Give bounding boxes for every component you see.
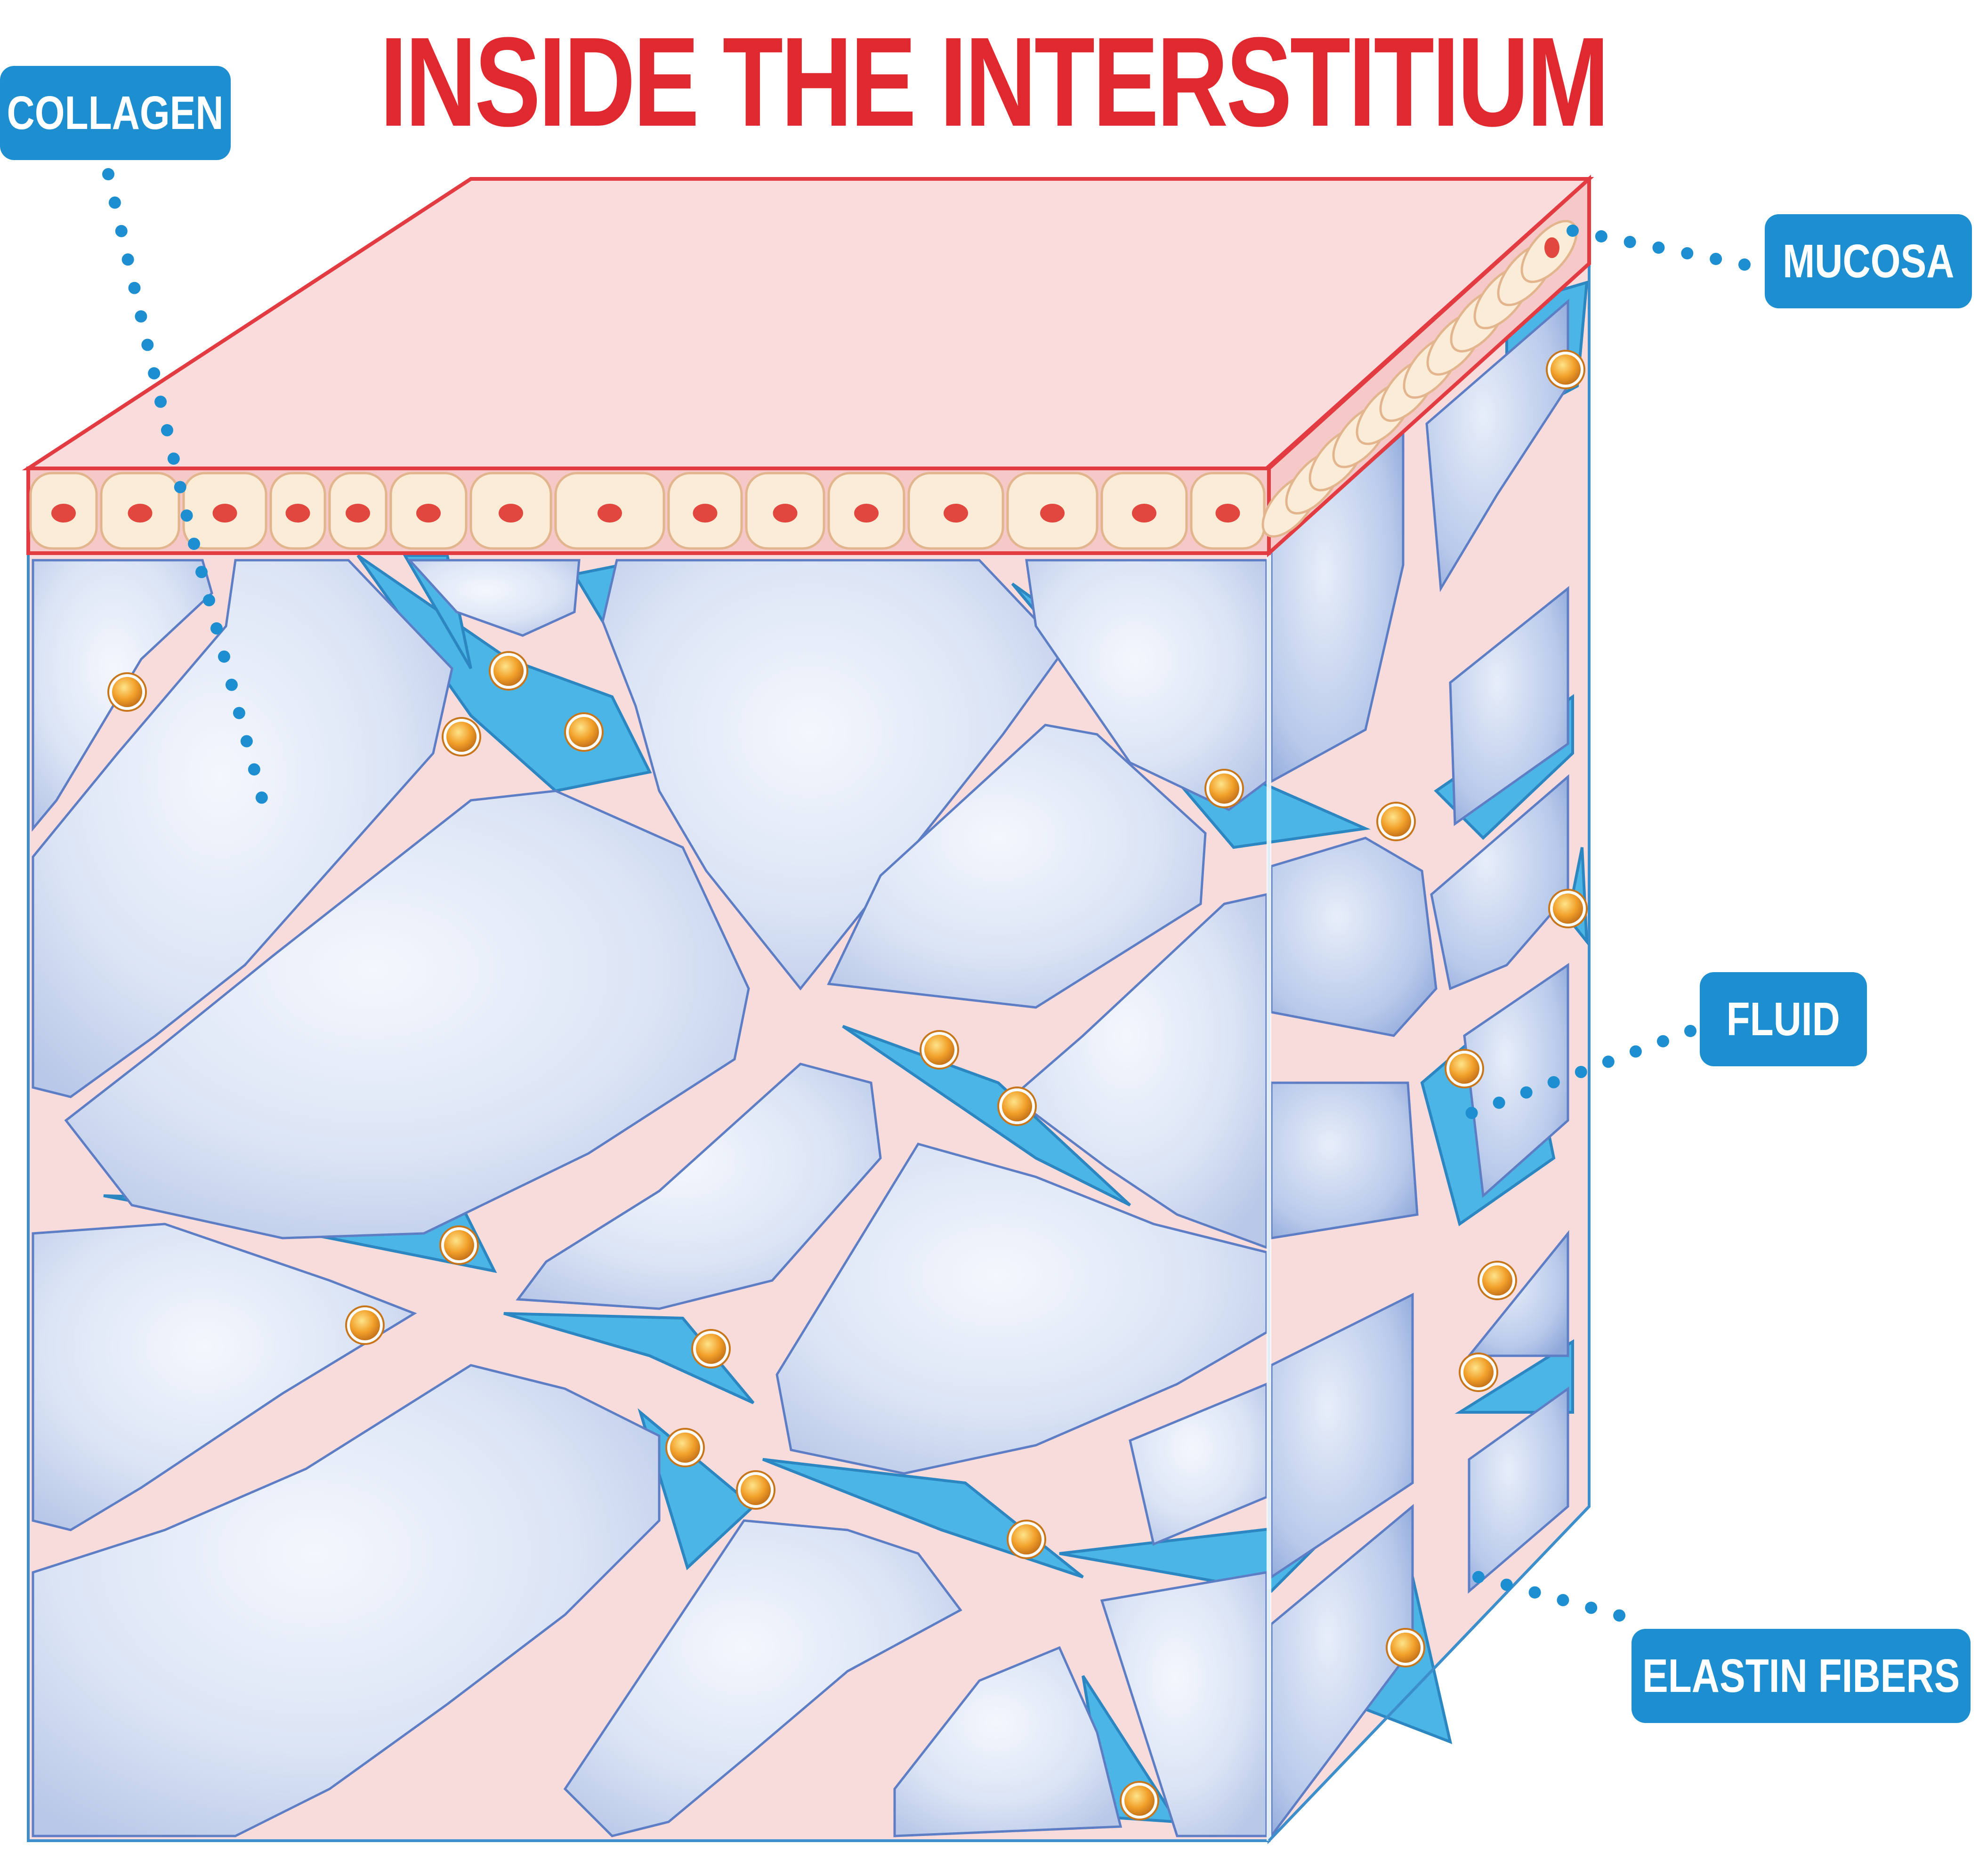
epithelial-cell <box>827 472 905 550</box>
epithelial-cell <box>554 472 665 550</box>
fluid-leader-line <box>1458 1025 1696 1122</box>
cell-icon <box>1546 350 1585 389</box>
collagen-label: COLLAGEN <box>0 66 231 160</box>
epithelial-cell <box>1100 472 1188 550</box>
collagen-leader-line <box>102 168 270 811</box>
epithelial-cell <box>469 472 552 550</box>
epithelial-cell <box>907 472 1004 550</box>
cell-icon <box>1007 1520 1046 1559</box>
elastin-fibers-label: ELASTIN FIBERS <box>1632 1629 1971 1723</box>
cell-icon <box>442 717 481 757</box>
epithelial-cell <box>269 472 326 550</box>
epithelial-cell <box>182 472 267 550</box>
cell-icon <box>1445 1049 1484 1088</box>
cell-icon <box>345 1305 385 1345</box>
mucosa-leader-line <box>1567 225 1758 272</box>
cell-icon <box>665 1428 705 1467</box>
epithelial-cell <box>667 472 743 550</box>
epithelial-cell <box>1006 472 1099 550</box>
epithelial-cells-side <box>1261 220 1578 538</box>
epithelial-cell <box>1190 472 1266 550</box>
epithelial-cell <box>1520 220 1578 283</box>
cell-icon <box>1548 889 1588 928</box>
cell-icon <box>489 651 528 691</box>
epithelial-cell <box>100 472 180 550</box>
cell-icon <box>107 672 147 712</box>
cell-icon <box>997 1087 1037 1126</box>
leader-lines <box>102 168 1758 1626</box>
cell-icon <box>439 1225 479 1265</box>
page-title: INSIDE THE INTERSTITIUM <box>380 11 1610 153</box>
cell-icon <box>920 1030 959 1070</box>
elastin-leader-line <box>1472 1571 1640 1626</box>
cell-icon <box>1204 769 1244 808</box>
epithelial-cells-front <box>29 472 1266 550</box>
cell-icon <box>1386 1628 1425 1667</box>
epithelial-cell <box>29 472 98 550</box>
cells <box>107 350 1588 1820</box>
mucosa-label: MUCOSA <box>1765 214 1972 308</box>
epithelial-cell <box>745 472 825 550</box>
cell-icon <box>691 1329 731 1369</box>
cell-icon <box>1120 1781 1159 1820</box>
fluid-label: FLUID <box>1700 972 1867 1066</box>
side-fluid-compartments <box>1270 298 1569 1840</box>
cube-edge-outline <box>1268 1505 1591 1842</box>
fluid-compartments <box>32 559 1268 1837</box>
cell-icon <box>1459 1353 1498 1392</box>
cell-icon <box>1478 1261 1517 1300</box>
cell-icon <box>564 712 604 752</box>
cell-icon <box>736 1470 775 1510</box>
epithelial-cell <box>389 472 468 550</box>
cell-icon <box>1376 802 1416 841</box>
epithelial-cell <box>328 472 388 550</box>
